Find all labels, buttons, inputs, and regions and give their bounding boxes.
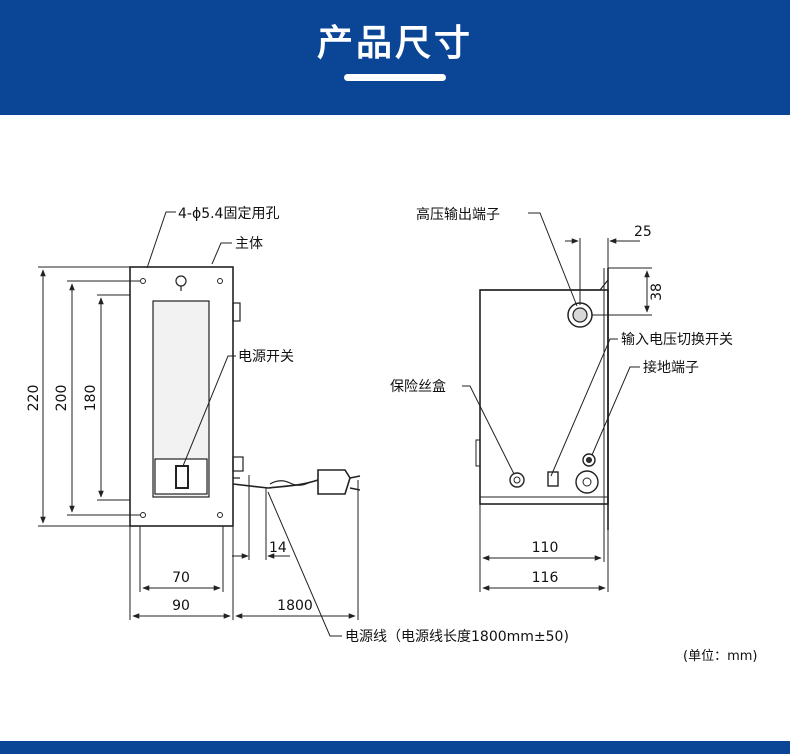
dim-110: 110 — [532, 540, 559, 556]
voltage-switch — [547, 471, 559, 487]
main-body-label: 主体 — [235, 236, 263, 252]
unit-label: (单位：mm) — [683, 649, 757, 664]
plug — [317, 469, 351, 495]
fuse-box-label: 保险丝盒 — [390, 378, 446, 395]
power-cord — [232, 479, 319, 489]
mount-hole — [140, 512, 146, 518]
dim-25: 25 — [634, 224, 652, 240]
dim-38: 38 — [649, 283, 665, 301]
dim-70: 70 — [172, 570, 190, 586]
mount-hole — [140, 278, 146, 284]
footer-bar — [0, 741, 790, 754]
dim-220: 220 — [26, 385, 42, 412]
page-title: 产品尺寸 — [316, 23, 473, 64]
power-switch-label: 电源开关 — [238, 349, 294, 365]
side-view — [475, 268, 609, 530]
power-switch — [175, 465, 189, 489]
hv-terminal-label: 高压输出端子 — [416, 206, 500, 223]
front-view — [129, 266, 361, 527]
dim-116: 116 — [532, 570, 559, 586]
dim-180: 180 — [83, 385, 99, 412]
front-dimensions — [38, 211, 359, 637]
dim-200: 200 — [54, 385, 70, 412]
fuse-box — [509, 472, 525, 488]
side-dimensions — [462, 212, 652, 592]
voltage-switch-label: 输入电压切换开关 — [621, 331, 733, 348]
mount-hole — [217, 278, 223, 284]
title-underline — [344, 74, 446, 81]
mount-holes-label: 4-ϕ5.4固定用孔 — [178, 206, 279, 222]
dim-14: 14 — [269, 540, 287, 556]
mount-hole — [217, 512, 223, 518]
dim-90: 90 — [172, 598, 190, 614]
power-cord-label: 电源线（电源线长度1800mm±50) — [345, 629, 569, 645]
ground-terminal-label: 接地端子 — [643, 359, 699, 376]
dim-1800: 1800 — [277, 598, 313, 614]
header-banner: 产品尺寸 — [0, 0, 790, 115]
